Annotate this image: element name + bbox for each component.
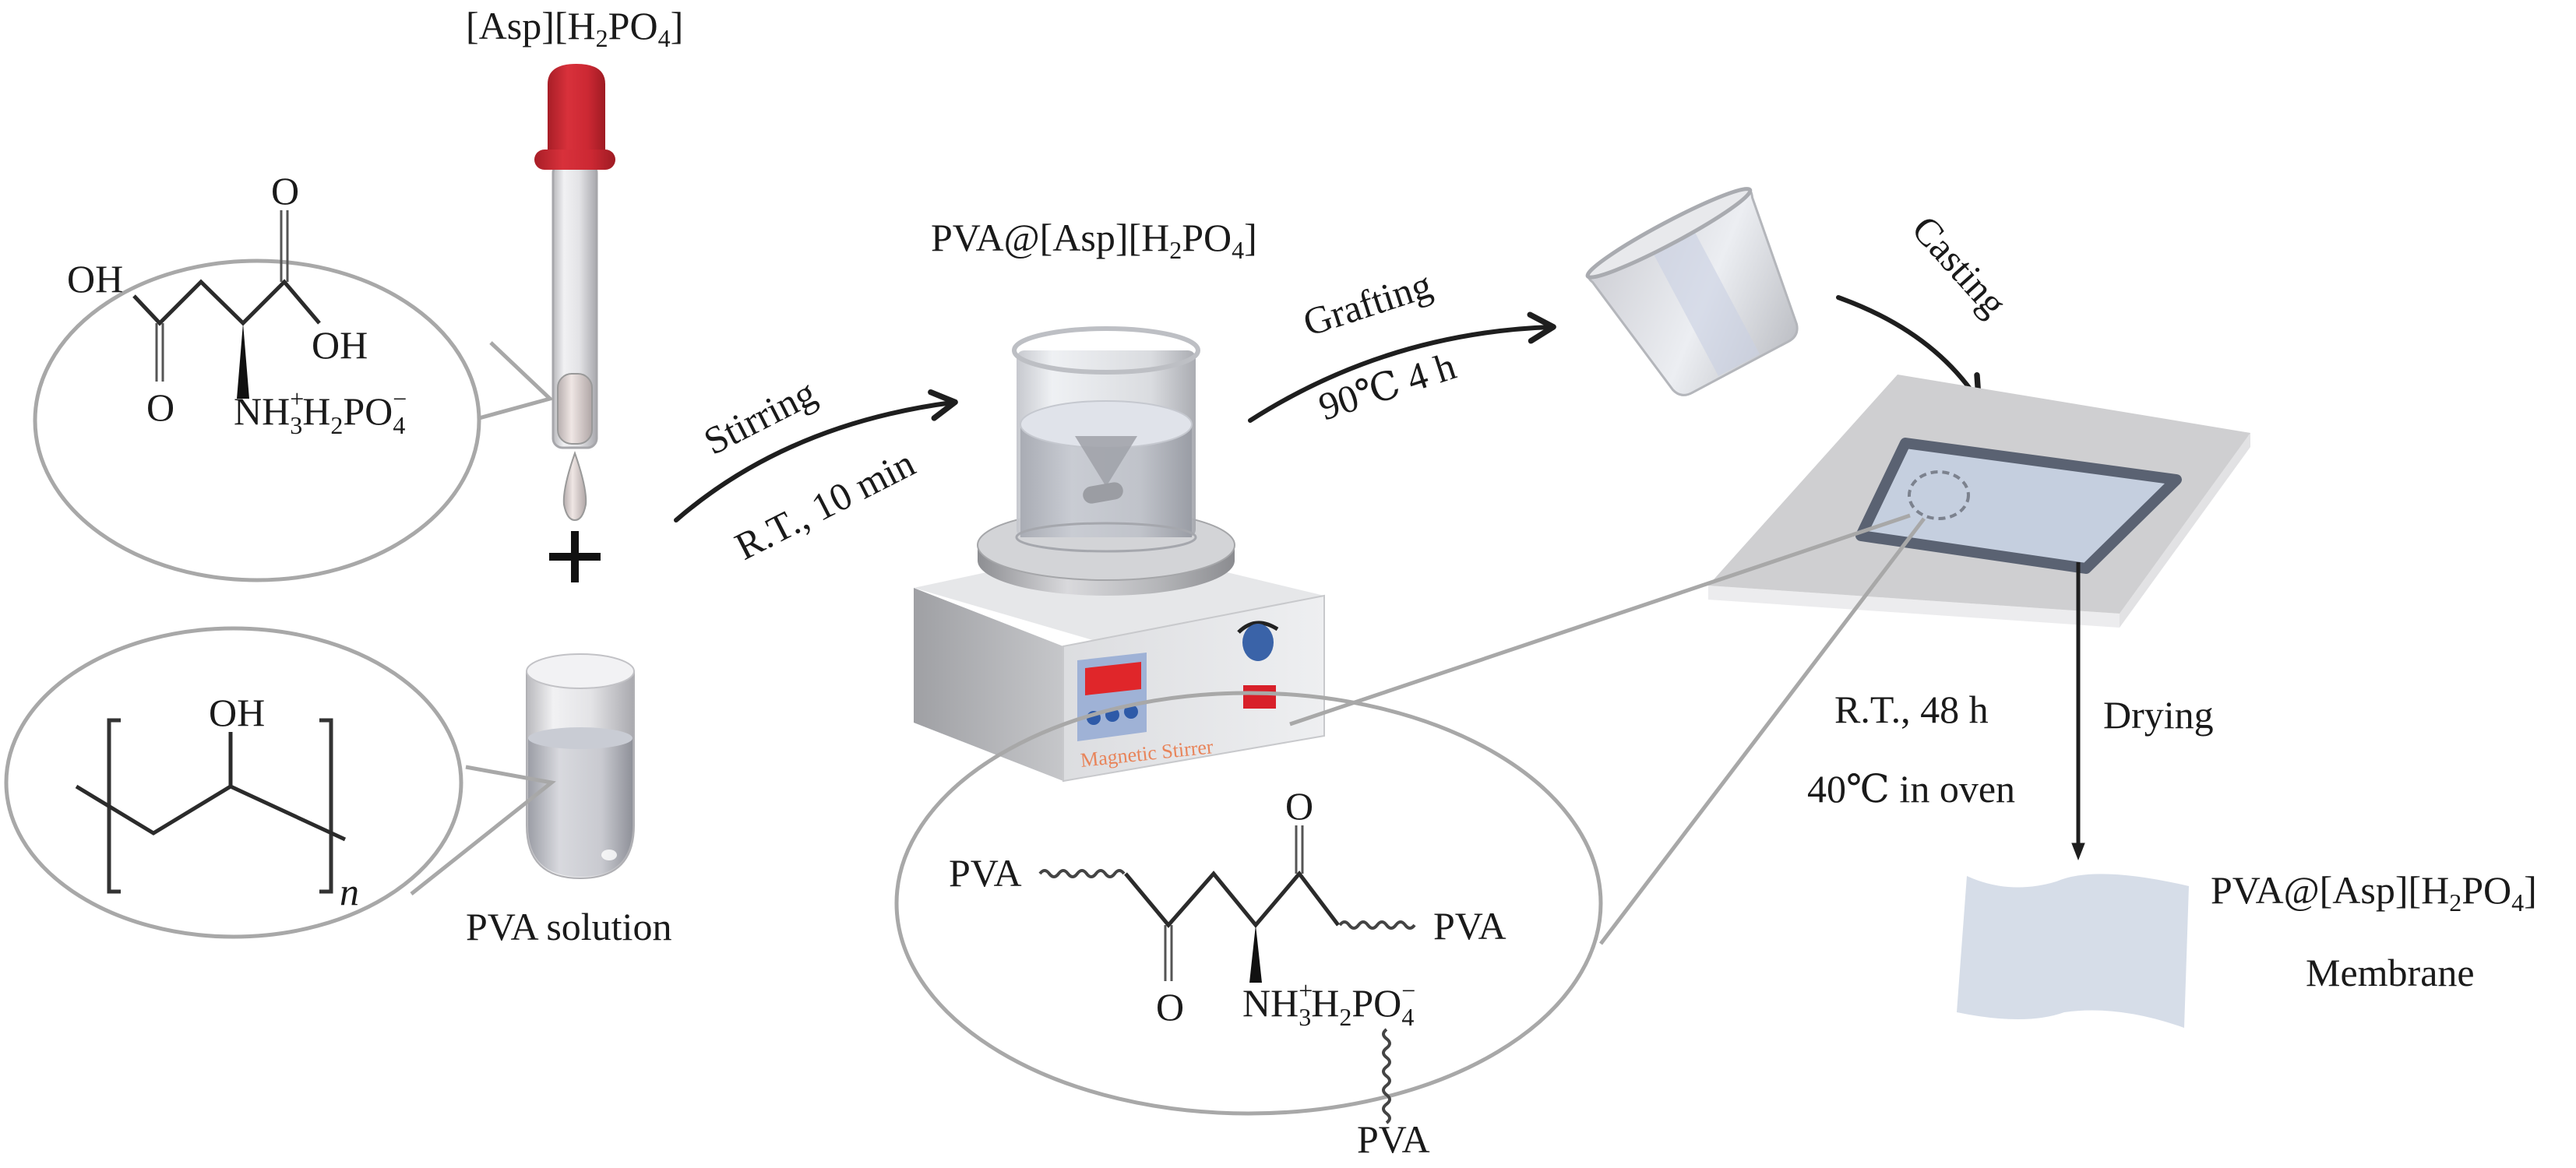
pouring-beaker-icon [1585,187,1799,396]
grafted-structure-callout: PVA PVA O O NH+3H2PO−4 PVA [894,691,1603,1161]
pva-right-label: PVA [1433,904,1506,948]
grafting-label: Grafting [1298,262,1436,345]
stirring-condition: R.T., 10 min [728,441,922,568]
casting-plate-icon [1708,375,2250,628]
ionic-liquid-label: [Asp][H2PO4] [466,4,683,52]
pva-solution-label: PVA solution [466,905,671,948]
grafting-arrow [1248,311,1556,423]
aspartate-callout: OH O OH O NH+3H2PO−4 [33,169,554,582]
grafted-o-top-label: O [1285,784,1313,828]
stirring-arrow [674,389,958,522]
casting-arrow [1836,295,1982,405]
drying-condition-2: 40℃ in oven [1807,767,2015,811]
o-bottom-label: O [146,385,174,429]
stirring-label: Stirring [697,371,823,463]
pva-callout: OH n [4,626,556,939]
oh-left-label: OH [67,257,123,301]
drying-label: Drying [2103,693,2214,737]
o-top-label: O [271,169,299,213]
oh-right-label: OH [312,323,368,367]
dropper-icon [534,64,615,522]
callout-line-upper [1289,513,1911,726]
membrane-icon [1957,874,2189,1028]
casting-label: Casting [1904,207,2016,325]
drying-condition-1: R.T., 48 h [1834,688,1989,731]
pva-bottom-label: PVA [1357,1117,1430,1161]
product-type-label: Membrane [2306,951,2475,994]
product-label: PVA@[Asp][H2PO4] [2211,868,2537,916]
grafted-o-bottom-label: O [1156,985,1184,1029]
amine-phosphate-label: NH+3H2PO−4 [234,385,407,439]
repeat-unit-n-label: n [340,870,359,913]
pva-tube-icon [526,653,635,880]
pva-oh-label: OH [209,691,265,734]
callout-line-lower [1599,517,1926,945]
pva-left-label: PVA [949,851,1022,895]
grafted-amine-phosphate-label: NH+3H2PO−4 [1242,976,1415,1031]
plus-icon [549,531,601,582]
intermediate-label: PVA@[Asp][H2PO4] [931,216,1257,264]
magnetic-stirrer-icon: Magnetic Stirrer [914,326,1325,783]
